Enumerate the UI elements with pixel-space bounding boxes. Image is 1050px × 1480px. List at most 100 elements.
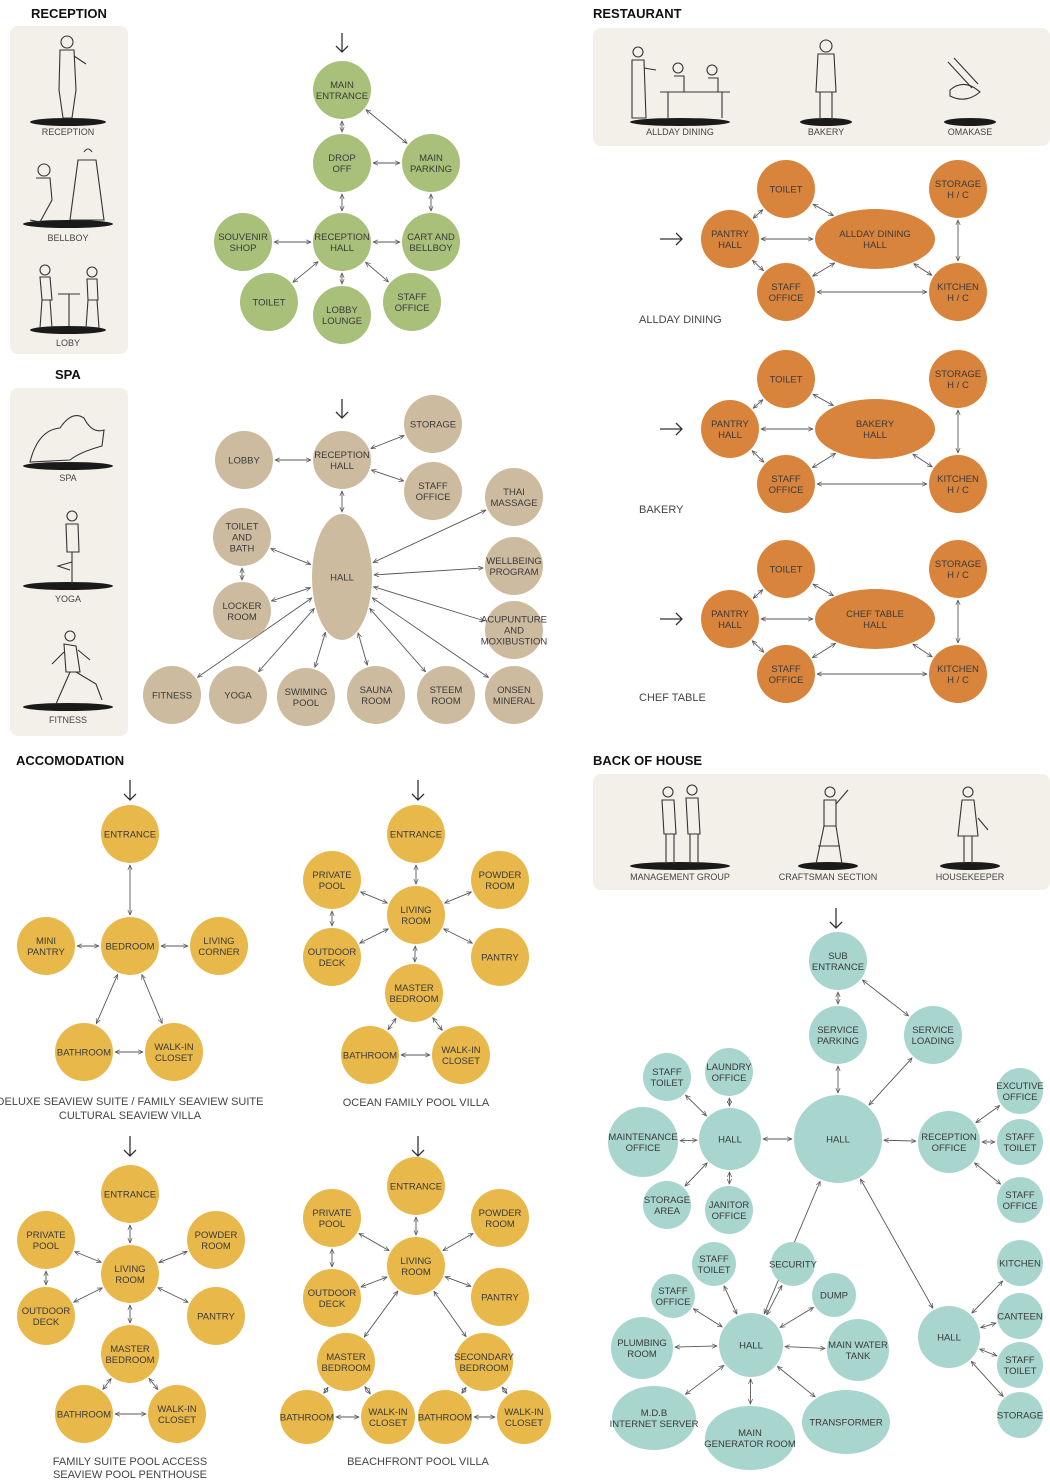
node-bubble — [997, 1068, 1043, 1114]
edge-hall-steem — [370, 608, 426, 671]
node-label: BEDROOM — [105, 942, 154, 953]
edge-pantry-staff — [753, 260, 764, 270]
figure-label-reception: RECEPTION — [42, 127, 95, 137]
figure-label-allday-dining: ALLDAY DINING — [646, 127, 714, 137]
edge-rec-exec — [976, 1106, 1000, 1123]
node-bubble — [312, 514, 372, 640]
node-acc-deluxe-bed: BEDROOM — [101, 917, 159, 975]
node-bubble — [643, 1181, 691, 1229]
edge-hall-kit — [914, 264, 932, 276]
edge-mb-b1 — [324, 1387, 328, 1393]
section-title-back-of-house: BACK OF HOUSE — [593, 753, 702, 768]
node-label: YOGA — [224, 691, 252, 702]
node-bubble — [701, 590, 759, 648]
fitness-figure-icon — [51, 630, 103, 705]
node-bubble — [794, 1095, 882, 1183]
node-label: HALL — [330, 573, 354, 584]
spa-flow-edges — [197, 435, 488, 677]
node-bubble — [148, 1385, 206, 1443]
node-boh-flow-hall3: HALL — [918, 1306, 980, 1368]
node-boh-flow-sec: SECURITY — [769, 1242, 818, 1286]
node-label: SECURITY — [769, 1260, 818, 1271]
caption-allday-dining: ALLDAY DINING — [639, 314, 722, 326]
node-bubble — [213, 508, 271, 566]
node-bubble — [918, 1306, 980, 1368]
node-label: TOILET — [769, 185, 802, 196]
node-bubble — [55, 1385, 113, 1443]
node-bubble — [404, 462, 462, 520]
node-bubble — [485, 537, 543, 595]
node-restaurant-chef-toil: TOILET — [757, 540, 815, 598]
node-bubble — [719, 1313, 783, 1377]
edge-hall-sauna — [358, 633, 367, 665]
edge-mb-walk — [433, 1018, 443, 1031]
acc-ocean-edges — [332, 865, 472, 1055]
node-spa-flow-hall: HALL — [312, 514, 372, 640]
section-title-reception: RECEPTION — [31, 6, 107, 21]
node-spa-flow-yoga: YOGA — [209, 666, 267, 724]
figure-label-yoga: YOGA — [55, 594, 81, 604]
node-bubble — [701, 400, 759, 458]
edge-mb-w1 — [365, 1387, 371, 1394]
caption-deluxe-line1: DELUXE SEAVIEW SUITE / FAMILY SEAVIEW SU… — [0, 1096, 263, 1108]
section-title-spa: SPA — [55, 367, 81, 382]
edge-hall2-sec — [766, 1285, 783, 1315]
family-entry-arrow — [123, 1136, 137, 1157]
edge-pantry-toil — [753, 590, 763, 599]
node-label: KITCHEN — [999, 1259, 1041, 1270]
node-bubble — [402, 213, 460, 271]
restaurant-figure-panel: ALLDAY DINING BAKERY OMAKASE — [593, 28, 1050, 146]
node-bubble — [387, 886, 445, 944]
node-label: HALL — [937, 1333, 961, 1344]
acc-deluxe-edges — [77, 865, 188, 1052]
edge-hall3-can — [981, 1323, 996, 1328]
node-bubble — [471, 1189, 529, 1247]
node-bubble — [417, 666, 475, 724]
node-restaurant-allday-toil: TOILET — [757, 160, 815, 218]
node-bubble — [485, 601, 543, 659]
node-label: STORAGE — [997, 1411, 1043, 1422]
node-bubble — [701, 210, 759, 268]
node-bubble — [802, 1390, 890, 1454]
edge-staff-hall — [813, 263, 835, 276]
omakase-sushi-icon — [947, 57, 981, 100]
caption-chef-table: CHEF TABLE — [639, 692, 706, 704]
edge-sb-w2 — [502, 1387, 507, 1393]
node-bubble — [809, 932, 867, 990]
edge-toil-hall — [813, 394, 833, 405]
edge-hall3-kit — [972, 1281, 1003, 1313]
node-bubble — [17, 1211, 75, 1269]
node-bubble — [213, 582, 271, 640]
